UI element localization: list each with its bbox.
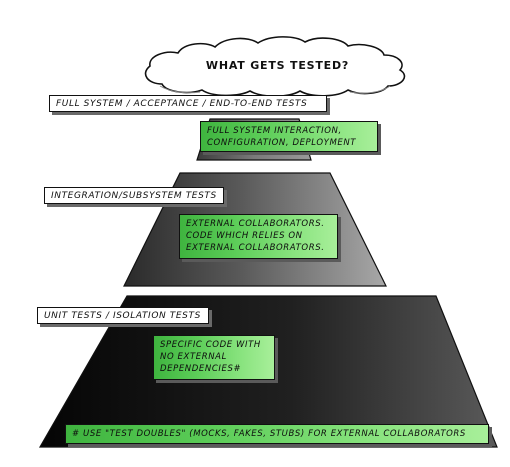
bottom-tier-note: SPECIFIC CODE WITH NO EXTERNAL DEPENDENC… <box>153 335 275 380</box>
cloud-shape <box>144 36 406 98</box>
test-doubles-footnote: # USE "TEST DOUBLES" (MOCKS, FAKES, STUB… <box>65 424 489 444</box>
middle-tier-note: EXTERNAL COLLABORATORS. CODE WHICH RELIE… <box>179 214 338 259</box>
top-tier-label: FULL SYSTEM / ACCEPTANCE / END-TO-END TE… <box>49 95 327 112</box>
note-line: CODE WHICH RELIES ON <box>186 231 303 241</box>
note-line: DEPENDENCIES# <box>160 364 242 374</box>
middle-tier-label: INTEGRATION/SUBSYSTEM TESTS <box>44 187 224 204</box>
bottom-tier-label: UNIT TESTS / ISOLATION TESTS <box>37 307 209 324</box>
note-line: FULL SYSTEM INTERACTION, <box>207 126 342 136</box>
top-tier-note: FULL SYSTEM INTERACTION, CONFIGURATION, … <box>200 121 378 152</box>
note-line: NO EXTERNAL <box>160 352 227 362</box>
note-line: EXTERNAL COLLABORATORS. <box>186 219 325 229</box>
note-line: CONFIGURATION, DEPLOYMENT <box>207 138 357 148</box>
cloud-title: WHAT GETS TESTED? <box>205 59 350 72</box>
note-line: SPECIFIC CODE WITH <box>160 340 261 350</box>
note-line: EXTERNAL COLLABORATORS. <box>186 243 325 253</box>
